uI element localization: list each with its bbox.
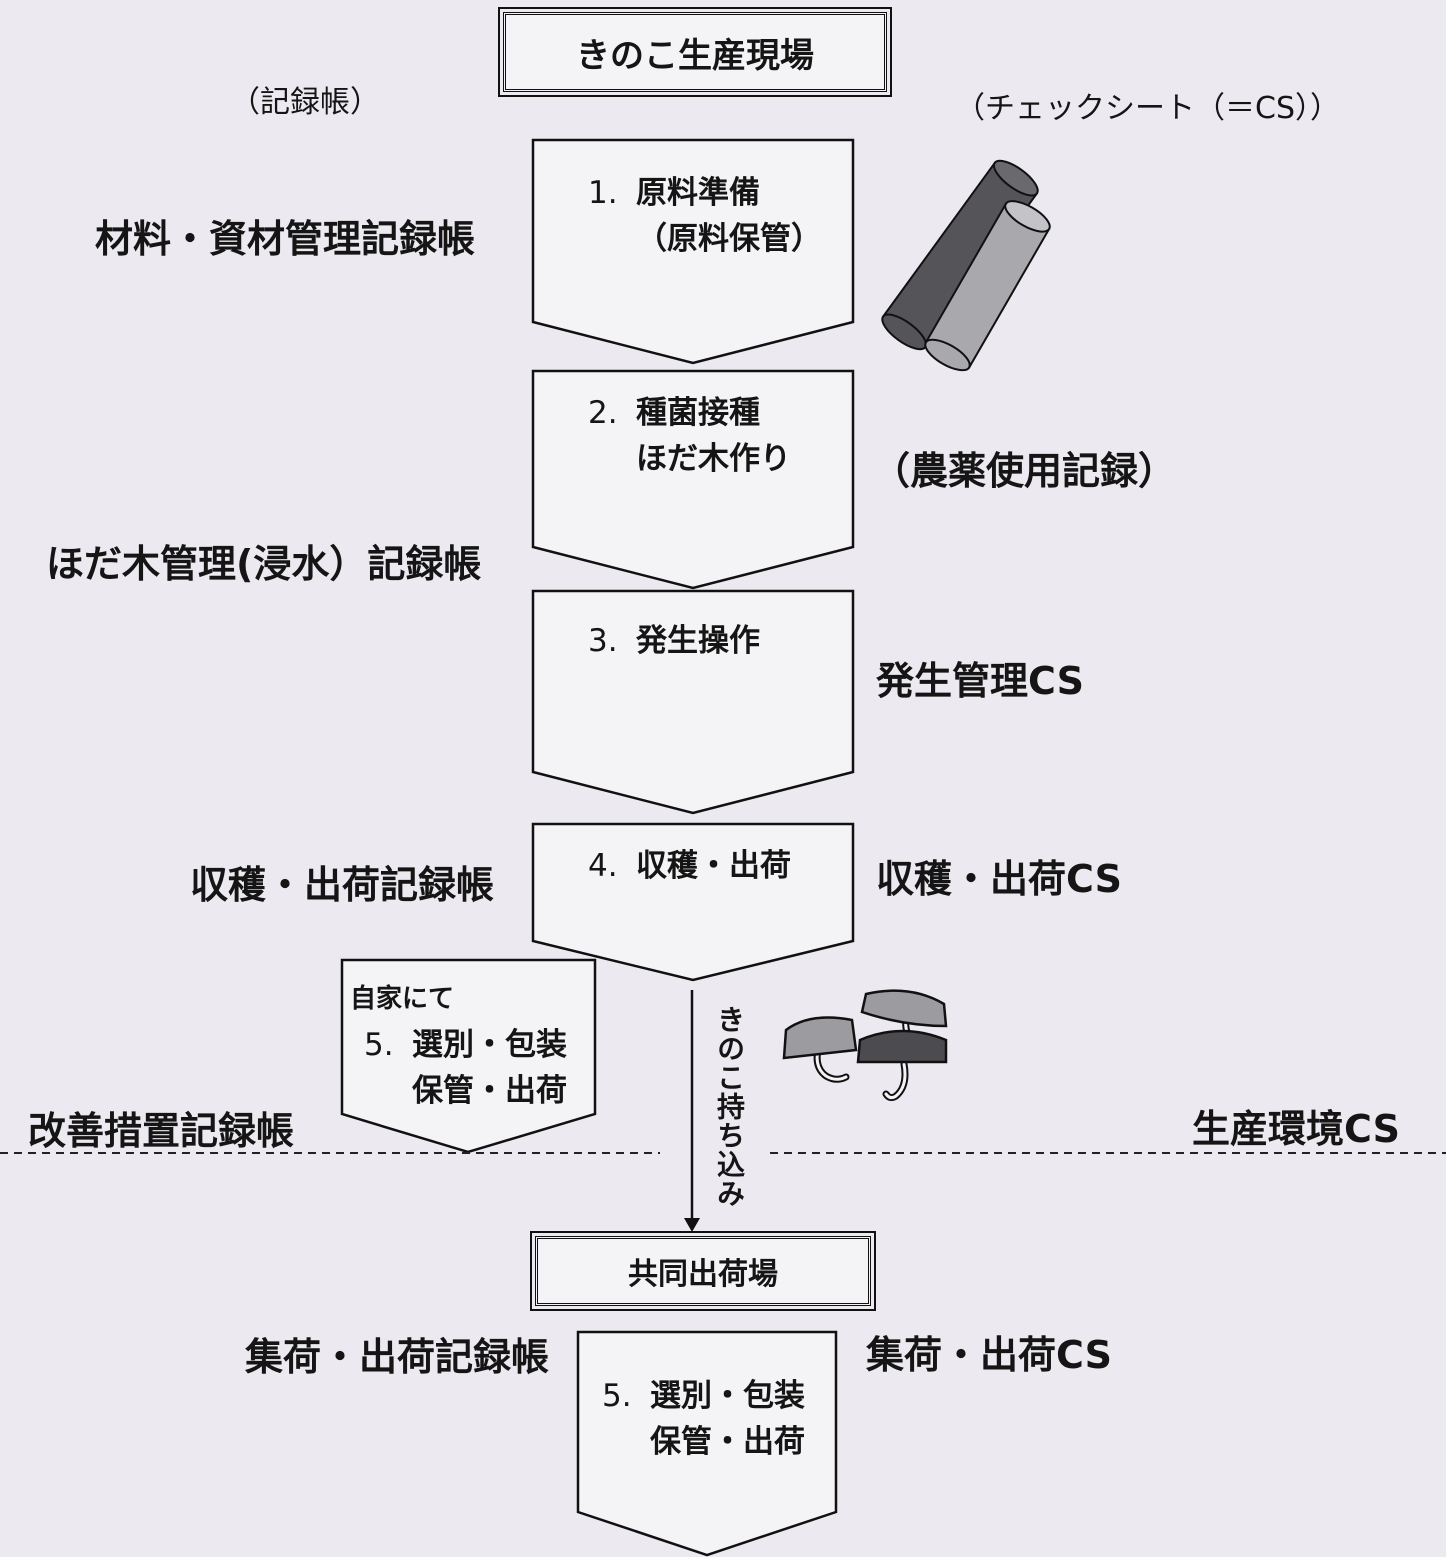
mushroom-icon bbox=[782, 989, 948, 1102]
home-step-line1: 選別・包装 bbox=[412, 1027, 567, 1063]
step-2-shape bbox=[531, 369, 855, 590]
record-materials: 材料・資材管理記録帳 bbox=[95, 217, 476, 261]
transfer-arrow-head bbox=[684, 1218, 700, 1232]
step-1-line2: （原料保管） bbox=[636, 221, 822, 257]
step-1-text: 1. 原料準備 （原料保管） bbox=[588, 170, 822, 262]
step-1-shape bbox=[531, 138, 855, 365]
home-step-line2: 保管・出荷 bbox=[412, 1073, 567, 1109]
step-3-shape bbox=[531, 589, 855, 815]
left-column-heading: （記録帳） bbox=[230, 85, 380, 120]
site-title: きのこ生産現場 bbox=[576, 35, 814, 76]
shared-site-title: 共同出荷場 bbox=[628, 1257, 778, 1292]
shared-site-box: 共同出荷場 bbox=[530, 1231, 876, 1311]
shared-step-text: 5. 選別・包装 保管・出荷 bbox=[602, 1373, 805, 1465]
shared-step-shape bbox=[576, 1330, 838, 1557]
cs-harvest-shipping: 収穫・出荷CS bbox=[876, 857, 1122, 901]
home-step-text: 5. 選別・包装 保管・出荷 bbox=[364, 1022, 567, 1114]
site-title-box: きのこ生産現場 bbox=[498, 7, 892, 97]
right-column-heading: （チェックシート（＝CS）） bbox=[955, 91, 1340, 126]
home-step-note: 自家にて bbox=[350, 984, 455, 1014]
cs-production-env: 生産環境CS bbox=[1192, 1107, 1400, 1151]
step-4-num: 4. bbox=[588, 848, 618, 884]
step-2-num: 2. bbox=[588, 395, 618, 431]
record-collection-shipping: 集荷・出荷記録帳 bbox=[245, 1335, 550, 1379]
record-log-management: ほだ木管理(浸水）記録帳 bbox=[46, 542, 482, 586]
step-3-line1: 発生操作 bbox=[636, 623, 760, 659]
home-step-num: 5. bbox=[364, 1027, 394, 1063]
step-1-num: 1. bbox=[588, 175, 618, 211]
shared-step-num: 5. bbox=[602, 1378, 632, 1414]
step-2-line2: ほだ木作り bbox=[636, 441, 791, 477]
cs-collection-shipping: 集荷・出荷CS bbox=[866, 1333, 1112, 1377]
transfer-label: きのこ持ち込み bbox=[713, 1005, 746, 1208]
log-icon bbox=[881, 159, 1051, 372]
step-4-shape bbox=[531, 822, 855, 982]
shared-step-line2: 保管・出荷 bbox=[650, 1424, 805, 1460]
cs-pesticide: （農薬使用記録） bbox=[872, 449, 1177, 493]
step-3-num: 3. bbox=[588, 623, 618, 659]
record-improvement: 改善措置記録帳 bbox=[28, 1109, 295, 1153]
step-2-line1: 種菌接種 bbox=[636, 395, 760, 431]
home-step-shape bbox=[340, 958, 597, 1154]
shared-step-line1: 選別・包装 bbox=[650, 1378, 805, 1414]
step-2-text: 2. 種菌接種 ほだ木作り bbox=[588, 390, 791, 482]
step-1-line1: 原料準備 bbox=[636, 175, 760, 211]
step-4-text: 4. 収穫・出荷 bbox=[588, 843, 791, 889]
step-4-line1: 収穫・出荷 bbox=[636, 848, 791, 884]
record-harvest-shipping: 収穫・出荷記録帳 bbox=[190, 863, 495, 907]
step-3-text: 3. 発生操作 bbox=[588, 618, 760, 664]
cs-fruiting: 発生管理CS bbox=[876, 659, 1084, 703]
